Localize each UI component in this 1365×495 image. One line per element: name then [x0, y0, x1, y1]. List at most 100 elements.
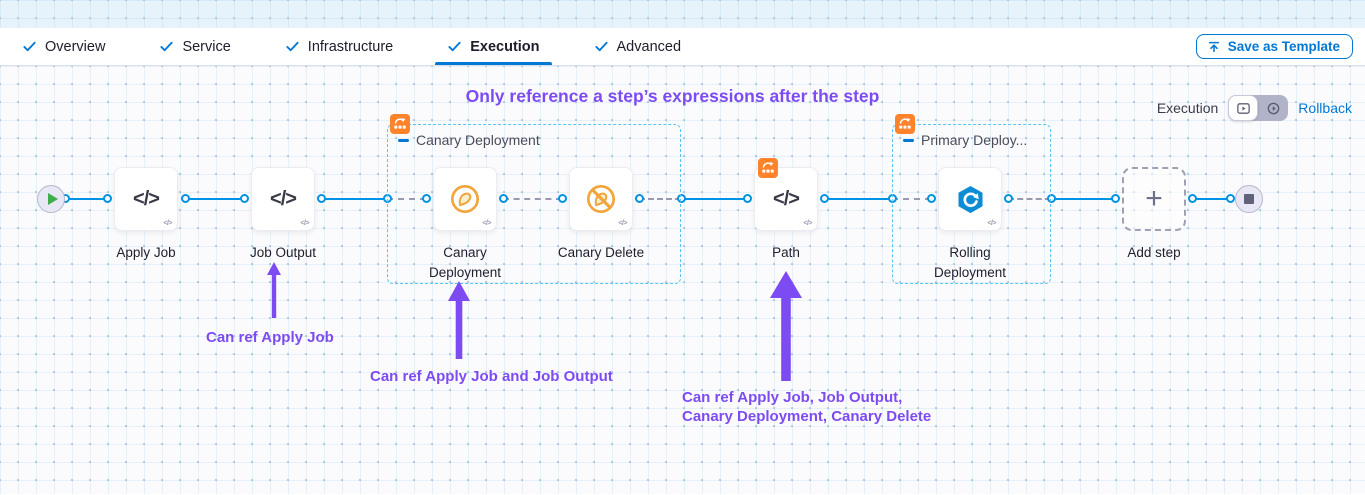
connector-port — [1188, 194, 1197, 203]
check-icon — [448, 41, 461, 52]
connector-port — [1111, 194, 1120, 203]
connector-port — [1226, 194, 1235, 203]
pipeline-canvas: Only reference a step’s expressions afte… — [0, 66, 1365, 494]
annotation-arrow-job-output — [267, 262, 281, 318]
tab-label: Infrastructure — [307, 38, 394, 55]
save-as-template-label: Save as Template — [1227, 39, 1340, 54]
connector-line — [1192, 198, 1230, 200]
start-node — [37, 185, 65, 213]
connector-port — [743, 194, 752, 203]
connector-line-dashed — [503, 198, 562, 200]
connector-line — [65, 198, 107, 200]
step-label-apply-job: Apply Job — [116, 245, 176, 260]
connector-line — [1051, 198, 1115, 200]
add-step-button[interactable]: + — [1122, 167, 1186, 231]
play-icon — [47, 193, 58, 205]
end-node — [1235, 185, 1263, 213]
connector-line-dashed — [639, 198, 681, 200]
annotation-heading: Only reference a step’s expressions afte… — [465, 86, 880, 106]
step-canary-delete[interactable]: </> — [569, 167, 633, 231]
tab-execution[interactable]: Execution — [435, 28, 552, 65]
step-canary-deployment[interactable]: </> — [433, 167, 497, 231]
rolling-deployment-icon — [957, 185, 983, 213]
step-label-add-step: Add step — [1127, 245, 1181, 260]
step-rolling-deployment[interactable]: </> — [938, 167, 1002, 231]
strategy-badge-icon — [390, 114, 410, 134]
group-header: Canary Deployment — [398, 132, 540, 148]
connector-line — [681, 198, 747, 200]
check-icon — [160, 41, 174, 52]
check-icon — [23, 41, 36, 52]
tab-label: Overview — [45, 38, 106, 55]
connector-port — [240, 194, 249, 203]
connector-port — [317, 194, 326, 203]
step-apply-job[interactable]: </> </> — [114, 167, 178, 231]
group-header: Primary Deploy... — [903, 132, 1027, 148]
code-icon: </> — [133, 187, 160, 210]
tab-overview[interactable]: Overview — [18, 28, 109, 65]
collapse-group-icon[interactable] — [398, 138, 409, 142]
connector-line-dashed — [1008, 198, 1051, 200]
connector-port — [103, 194, 112, 203]
tab-service[interactable]: Service — [155, 28, 234, 65]
check-icon — [594, 41, 608, 52]
code-icon: </> — [773, 187, 800, 210]
canvas-top-strip — [0, 0, 1365, 28]
mini-code-icon: </> — [987, 220, 996, 227]
execution-view-icon — [1237, 102, 1250, 114]
check-icon — [286, 41, 299, 52]
tab-label: Execution — [470, 38, 540, 55]
connector-port — [1004, 194, 1013, 203]
stage-tabbar: Overview Service Infrastructure Executio… — [0, 28, 1365, 66]
connector-line — [824, 198, 892, 200]
mini-code-icon: </> — [482, 220, 491, 227]
connector-port — [677, 194, 686, 203]
step-job-output[interactable]: </> </> — [251, 167, 315, 231]
save-as-template-button[interactable]: Save as Template — [1195, 34, 1353, 59]
toggle-rollback-button[interactable] — [1258, 95, 1288, 121]
mini-code-icon: </> — [163, 220, 172, 227]
connector-line — [185, 198, 244, 200]
connector-port — [1047, 194, 1056, 203]
execution-view-label: Execution — [1156, 100, 1219, 116]
annotation-note-canary: Can ref Apply Job, Job Output, Canary De… — [682, 389, 932, 426]
execution-rollback-toggle[interactable] — [1228, 95, 1289, 121]
connector-line-dashed — [387, 198, 426, 200]
step-label-path: Path — [772, 245, 800, 260]
annotation-arrow-path — [770, 271, 802, 381]
code-icon: </> — [270, 187, 297, 210]
annotation-note-apply-job: Can ref Apply Job — [206, 329, 334, 346]
strategy-badge-icon — [758, 158, 778, 178]
tab-infrastructure[interactable]: Infrastructure — [281, 28, 397, 65]
toggle-execution-button[interactable] — [1228, 95, 1259, 121]
step-label-canary-delete: Canary Delete — [557, 245, 645, 260]
step-label-job-output: Job Output — [249, 245, 317, 260]
connector-port — [927, 194, 936, 203]
stop-icon — [1244, 194, 1254, 204]
tab-advanced[interactable]: Advanced — [590, 28, 686, 65]
rollback-link[interactable]: Rollback — [1298, 100, 1352, 116]
step-group-primary-deployment: Primary Deploy... — [892, 114, 1051, 284]
strategy-badge-icon — [895, 114, 915, 134]
connector-port — [558, 194, 567, 203]
connector-line — [321, 198, 387, 200]
tab-label: Advanced — [616, 38, 682, 55]
upload-icon — [1208, 41, 1219, 52]
step-path[interactable]: </> </> — [754, 158, 818, 231]
mini-code-icon: </> — [300, 220, 309, 227]
canary-deployment-icon — [451, 185, 479, 213]
view-toggle-row: Execution Rollback — [1157, 95, 1352, 121]
group-label: Canary Deployment — [416, 132, 540, 148]
annotation-note-job-output: Can ref Apply Job and Job Output — [370, 368, 613, 385]
step-label-rolling-deployment: Rolling Deployment — [933, 245, 1007, 281]
step-label-canary-deployment: Canary Deployment — [428, 245, 502, 281]
connector-port — [422, 194, 431, 203]
tab-label: Service — [182, 38, 231, 55]
connector-port — [181, 194, 190, 203]
step-group-canary-deployment: Canary Deployment — [387, 114, 681, 284]
canary-delete-icon — [587, 185, 615, 213]
connector-port — [820, 194, 829, 203]
rollback-view-icon — [1267, 102, 1280, 114]
collapse-group-icon[interactable] — [903, 138, 914, 142]
connector-port — [499, 194, 508, 203]
